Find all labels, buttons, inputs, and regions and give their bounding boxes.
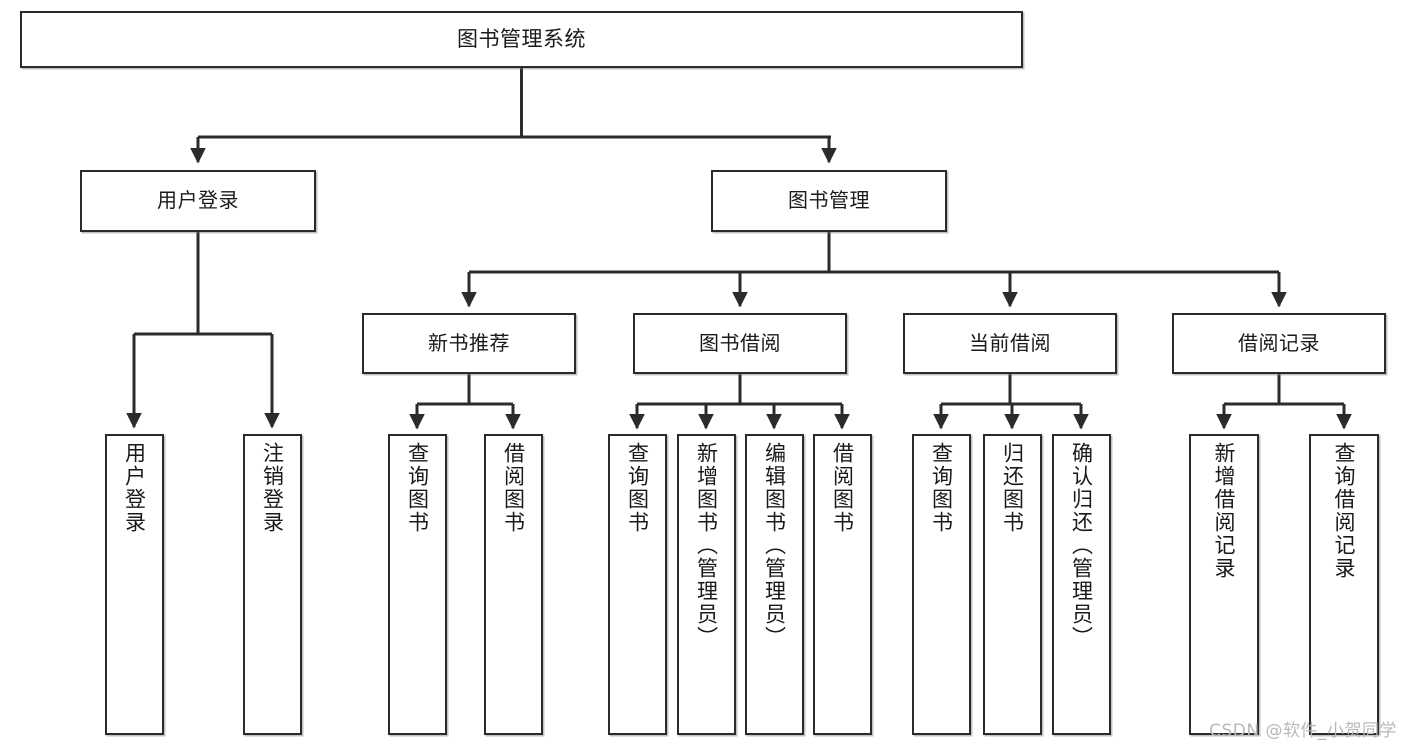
edges-book-manage: [461, 232, 1287, 308]
node-new-book-recommend[interactable]: 新书推荐: [362, 313, 576, 374]
leaf-add-book-label: 新增图书（管理员）: [694, 442, 719, 649]
watermark-text: CSDN @软件_小贺同学: [1209, 721, 1397, 741]
edges-new-book: [409, 374, 521, 430]
leaf-user-login-label: 用户登录: [122, 442, 147, 534]
edges-current-borrow: [933, 374, 1089, 430]
leaf-edit-book[interactable]: 编辑图书（管理员）: [745, 434, 804, 735]
leaf-logout-label: 注销登录: [260, 442, 285, 534]
node-book-management[interactable]: 图书管理: [711, 170, 947, 232]
leaf-return-book-label: 归还图书: [1000, 442, 1025, 534]
leaf-query-borrow-record-label: 查询借阅记录: [1332, 442, 1357, 580]
leaf-confirm-return-label: 确认归还（管理员）: [1069, 442, 1094, 649]
leaf-query-book-3-label: 查询图书: [929, 442, 954, 534]
edges-root: [190, 68, 837, 164]
leaf-query-book-2[interactable]: 查询图书: [608, 434, 667, 735]
node-current-borrow-label: 当前借阅: [969, 330, 1051, 355]
node-current-borrow[interactable]: 当前借阅: [903, 313, 1117, 374]
leaf-borrow-book-1[interactable]: 借阅图书: [484, 434, 543, 735]
leaf-add-borrow-record[interactable]: 新增借阅记录: [1189, 434, 1259, 735]
leaf-edit-book-label: 编辑图书（管理员）: [762, 442, 787, 649]
leaf-query-book-2-label: 查询图书: [625, 442, 650, 534]
leaf-confirm-return[interactable]: 确认归还（管理员）: [1052, 434, 1111, 735]
leaf-borrow-book-1-label: 借阅图书: [501, 442, 526, 534]
leaf-query-book-3[interactable]: 查询图书: [912, 434, 971, 735]
edges-borrow: [629, 374, 850, 430]
leaf-logout[interactable]: 注销登录: [243, 434, 302, 735]
leaf-query-borrow-record[interactable]: 查询借阅记录: [1309, 434, 1379, 735]
node-new-book-recommend-label: 新书推荐: [428, 330, 510, 355]
leaf-borrow-book-2[interactable]: 借阅图书: [813, 434, 872, 735]
node-user-login-label: 用户登录: [157, 188, 239, 213]
leaf-add-borrow-record-label: 新增借阅记录: [1212, 442, 1237, 580]
node-root-label: 图书管理系统: [457, 27, 586, 52]
node-borrow-record[interactable]: 借阅记录: [1172, 313, 1386, 374]
leaf-borrow-book-2-label: 借阅图书: [830, 442, 855, 534]
node-borrow-record-label: 借阅记录: [1238, 330, 1320, 355]
node-book-management-label: 图书管理: [788, 188, 870, 213]
edges-records: [1216, 374, 1352, 430]
leaf-query-book-1[interactable]: 查询图书: [388, 434, 447, 735]
node-book-borrow-label: 图书借阅: [699, 330, 781, 355]
leaf-user-login[interactable]: 用户登录: [105, 434, 164, 735]
edges-user-login: [126, 232, 280, 429]
node-book-borrow[interactable]: 图书借阅: [633, 313, 847, 374]
leaf-return-book[interactable]: 归还图书: [983, 434, 1042, 735]
leaf-add-book[interactable]: 新增图书（管理员）: [677, 434, 736, 735]
leaf-query-book-1-label: 查询图书: [405, 442, 430, 534]
node-user-login[interactable]: 用户登录: [80, 170, 316, 232]
node-root[interactable]: 图书管理系统: [20, 11, 1023, 68]
